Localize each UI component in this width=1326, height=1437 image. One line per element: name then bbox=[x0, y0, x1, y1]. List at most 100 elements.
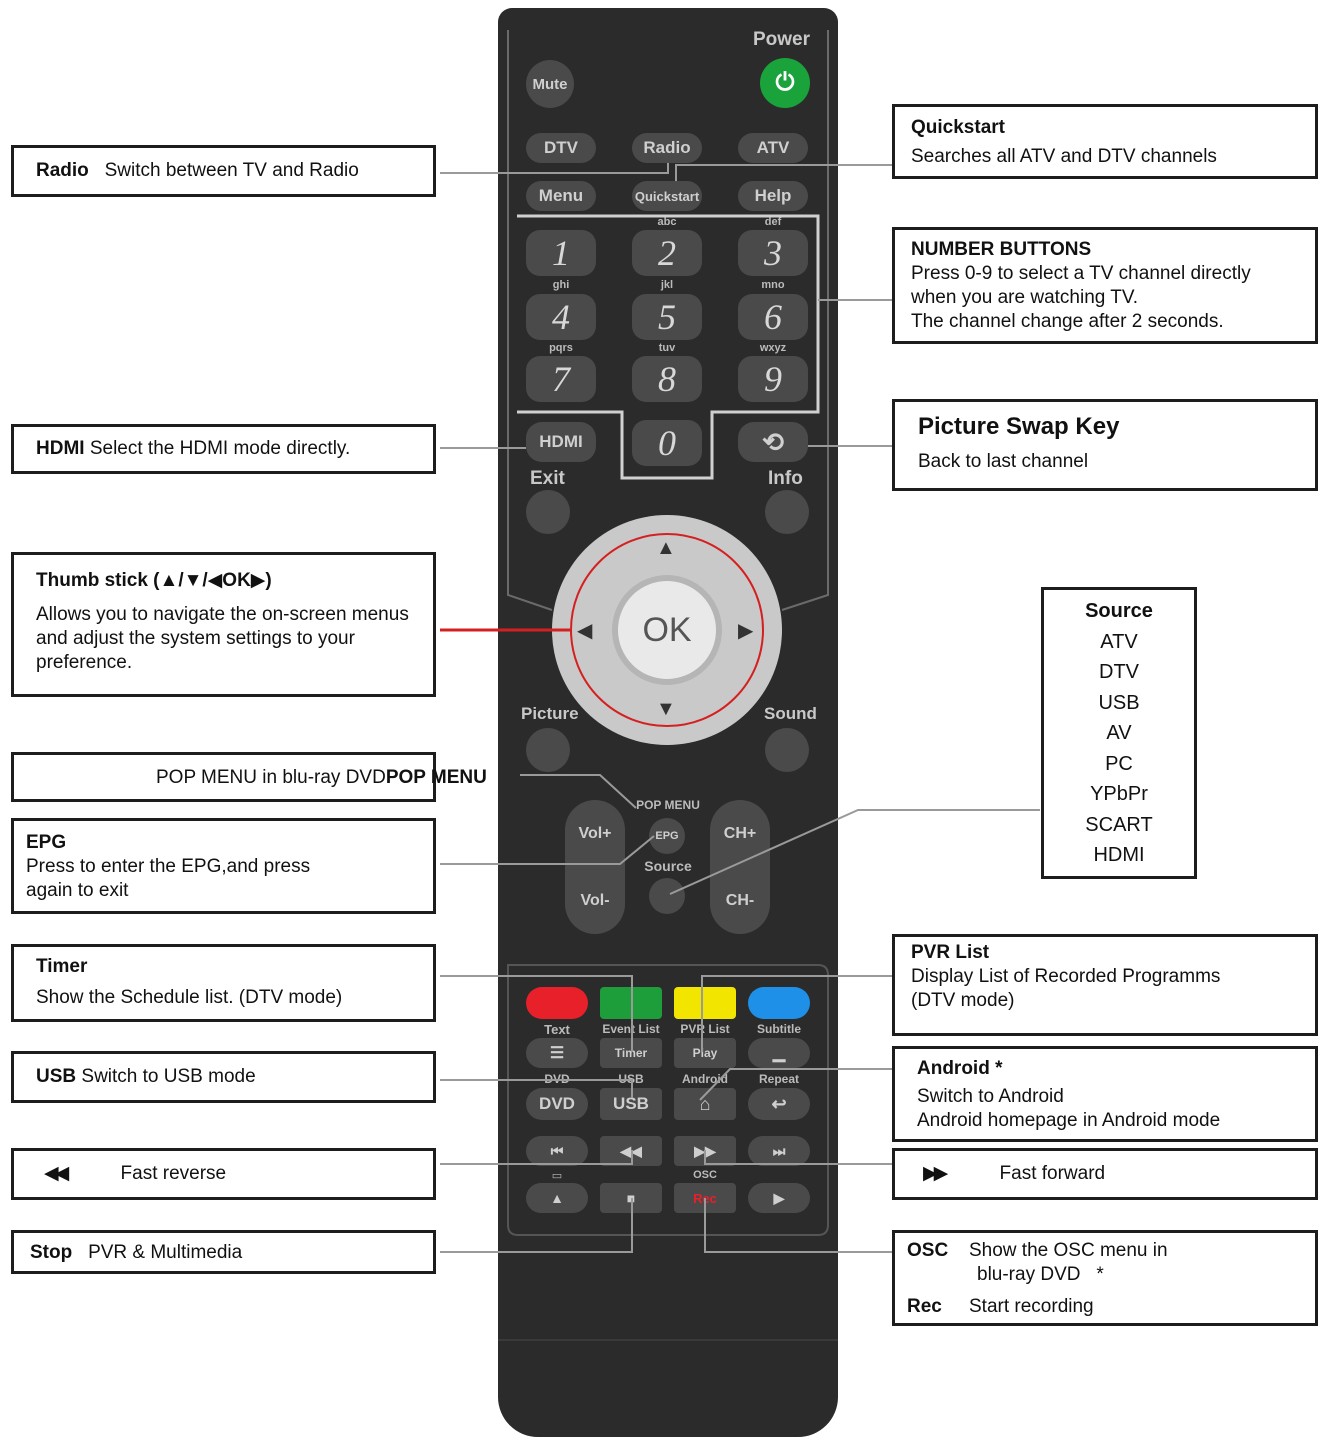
down-arrow-icon[interactable]: ▼ bbox=[656, 698, 676, 720]
epg-callout-text: Press to enter the EPG,and press again t… bbox=[26, 856, 311, 901]
pvr-list-callout-title: PVR List bbox=[911, 942, 990, 963]
digit-8-button[interactable]: 8 bbox=[632, 356, 702, 402]
repeat-icon: ↩ bbox=[771, 1093, 787, 1114]
digit-1-button[interactable]: 1 bbox=[526, 230, 596, 276]
subtitle-box-icon: ▭ bbox=[551, 1170, 563, 1182]
picture-button[interactable] bbox=[526, 728, 570, 772]
source-item-atv: ATV bbox=[1100, 630, 1138, 653]
repeat-button[interactable]: ↩ bbox=[748, 1088, 810, 1120]
source-button[interactable] bbox=[649, 878, 685, 914]
sound-label: Sound bbox=[764, 704, 817, 723]
source-item-pc: PC bbox=[1105, 752, 1133, 775]
menu-button[interactable]: Menu bbox=[526, 181, 596, 211]
radio-callout-text: Switch between TV and Radio bbox=[104, 160, 359, 181]
help-button[interactable]: Help bbox=[738, 181, 808, 211]
digit-7-button[interactable]: 7 bbox=[526, 356, 596, 402]
source-callout-title: Source bbox=[1085, 600, 1153, 622]
ch-up-label[interactable]: CH+ bbox=[723, 824, 757, 842]
usb-callout-title: USB bbox=[36, 1066, 77, 1087]
event-list-label: Event List bbox=[602, 1022, 660, 1036]
picture-label: Picture bbox=[521, 704, 579, 723]
timer-callout: Timer Show the Schedule list. (DTV mode) bbox=[11, 944, 436, 1022]
digit-4-button[interactable]: 4 bbox=[526, 294, 596, 340]
vol-up-label[interactable]: Vol+ bbox=[578, 824, 612, 842]
android-callout: Android * Switch to Android Android home… bbox=[892, 1046, 1318, 1142]
previous-button[interactable]: ⏮ bbox=[526, 1136, 588, 1166]
dvd-button[interactable]: DVD bbox=[526, 1088, 588, 1120]
osc-callout-title: OSC bbox=[907, 1240, 949, 1261]
left-arrow-icon[interactable]: ◀ bbox=[577, 620, 593, 642]
mute-button[interactable]: Mute bbox=[526, 60, 574, 108]
swap-button[interactable]: ⟲ bbox=[738, 422, 808, 462]
source-item-scart: SCART bbox=[1085, 813, 1153, 836]
source-item-av: AV bbox=[1106, 722, 1132, 744]
thumb-stick-callout: Thumb stick (▲/▼/◀OK▶) Allows you to nav… bbox=[11, 552, 436, 697]
ch-down-label[interactable]: CH- bbox=[725, 891, 755, 909]
letters-ghi: ghi bbox=[552, 279, 570, 291]
digit-0-button[interactable]: 0 bbox=[632, 420, 702, 466]
play-list-button[interactable]: Play bbox=[674, 1038, 736, 1068]
digit-6-button[interactable]: 6 bbox=[738, 294, 808, 340]
fast-forward-callout-text: Fast forward bbox=[999, 1163, 1106, 1184]
power-button[interactable]: ⏻ bbox=[760, 58, 810, 108]
osc-small-label: OSC bbox=[693, 1169, 717, 1181]
yellow-button[interactable] bbox=[674, 987, 736, 1019]
play-pause-button[interactable]: ▶ bbox=[748, 1183, 810, 1213]
blue-button[interactable] bbox=[748, 987, 810, 1019]
quickstart-button[interactable]: Quickstart bbox=[632, 181, 702, 211]
subtitle-button[interactable]: ▁ bbox=[748, 1038, 810, 1068]
pop-menu-callout-text: POP MENU in blu-ray DVD bbox=[156, 767, 386, 788]
atv-button[interactable]: ATV bbox=[738, 133, 808, 163]
usb-callout-text: Switch to USB mode bbox=[81, 1066, 256, 1087]
radio-callout: Radio Switch between TV and Radio bbox=[11, 145, 436, 197]
source-item-usb: USB bbox=[1098, 691, 1140, 714]
red-button[interactable] bbox=[526, 987, 588, 1019]
subtitle-icon: ▁ bbox=[772, 1045, 786, 1062]
dpad-ring bbox=[570, 533, 764, 727]
digit-9-button[interactable]: 9 bbox=[738, 356, 808, 402]
hdmi-callout-text: Select the HDMI mode directly. bbox=[89, 438, 351, 459]
info-button[interactable] bbox=[765, 490, 809, 534]
android-callout-title: Android * bbox=[917, 1058, 1003, 1079]
number-buttons-callout-line1: Press 0-9 to select a TV channel directl… bbox=[911, 263, 1251, 284]
pop-menu-callout-title: POP MENU bbox=[385, 767, 487, 788]
letters-jkl: jkl bbox=[660, 279, 674, 291]
dtv-button[interactable]: DTV bbox=[526, 133, 596, 163]
usb-callout: USB Switch to USB mode bbox=[11, 1051, 436, 1103]
letters-mno: mno bbox=[761, 279, 785, 291]
vol-down-label[interactable]: Vol- bbox=[580, 891, 610, 909]
rec-callout-text: Start recording bbox=[969, 1296, 1094, 1317]
hdmi-button[interactable]: HDMI bbox=[526, 422, 596, 462]
skip-forward-icon: ⏭ bbox=[772, 1142, 786, 1159]
rewind-icon: ◀◀ bbox=[620, 1142, 642, 1159]
quickstart-callout-title: Quickstart bbox=[911, 117, 1005, 138]
radio-button[interactable]: Radio bbox=[632, 133, 702, 163]
hdmi-callout: HDMI Select the HDMI mode directly. bbox=[11, 424, 436, 474]
text-label: Text bbox=[544, 1022, 570, 1037]
sound-button[interactable] bbox=[765, 728, 809, 772]
digit-3-button[interactable]: 3 bbox=[738, 230, 808, 276]
ok-button[interactable]: OK bbox=[612, 575, 722, 685]
epg-button[interactable]: EPG bbox=[649, 818, 685, 854]
text-button[interactable]: ☰ bbox=[526, 1038, 588, 1068]
exit-button[interactable] bbox=[526, 490, 570, 534]
digit-5-button[interactable]: 5 bbox=[632, 294, 702, 340]
quickstart-callout-text: Searches all ATV and DTV channels bbox=[911, 146, 1217, 167]
osc-callout-line1: Show the OSC menu in bbox=[969, 1240, 1168, 1261]
letters-pqrs: pqrs bbox=[549, 342, 573, 354]
info-label: Info bbox=[768, 468, 803, 489]
android-button[interactable]: ⌂ bbox=[674, 1088, 736, 1120]
fast-forward-symbol-icon: ▶▶ bbox=[923, 1163, 948, 1184]
next-button[interactable]: ⏭ bbox=[748, 1136, 810, 1166]
digit-2-button[interactable]: 2 bbox=[632, 230, 702, 276]
source-callout: Source ATV DTV USB AV PC YPbPr SCART HDM… bbox=[1041, 587, 1197, 879]
right-arrow-icon[interactable]: ▶ bbox=[738, 620, 754, 642]
eject-button[interactable]: ▲ bbox=[526, 1183, 588, 1213]
quickstart-callout: Quickstart Searches all ATV and DTV chan… bbox=[892, 104, 1318, 179]
channel-rocker[interactable]: CH+ CH- bbox=[710, 800, 770, 934]
timer-callout-title: Timer bbox=[36, 956, 88, 977]
volume-rocker[interactable]: Vol+ Vol- bbox=[565, 800, 625, 934]
up-arrow-icon[interactable]: ▲ bbox=[656, 537, 676, 559]
thumb-stick-callout-text: Allows you to navigate the on-screen men… bbox=[36, 604, 409, 673]
